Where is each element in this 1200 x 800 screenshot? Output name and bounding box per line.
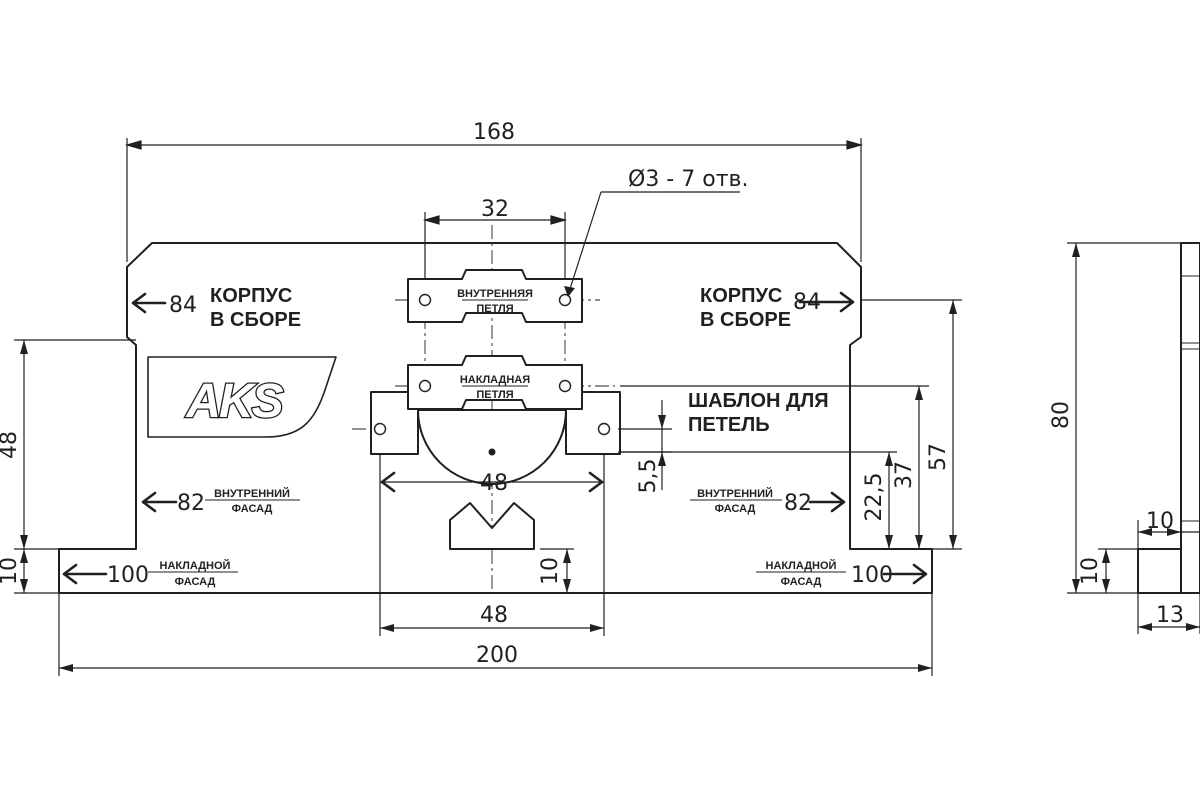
hole-overlay-right: [558, 379, 572, 393]
dim-22-5-label: 22,5: [862, 473, 887, 522]
inner-hinge-slot: ВНУТРЕННЯЯ ПЕТЛЯ: [407, 269, 583, 323]
v-notch-block: [449, 502, 535, 550]
dim-57-label: 57: [926, 443, 951, 471]
hole-wing-right: [597, 422, 611, 436]
side-view: [1137, 242, 1200, 594]
cup-center-mark: [488, 448, 496, 456]
dim-48-cup-label: 48: [480, 471, 508, 496]
overlay-facade-left: 100 НАКЛАДНОЙ ФАСАД: [62, 559, 238, 588]
logo-text: AKS: [185, 375, 283, 428]
dim-200-label: 200: [476, 643, 518, 668]
inner-facade-left-line1: ВНУТРЕННИЙ: [214, 487, 290, 500]
template-title: ШАБЛОН ДЛЯ ПЕТЕЛЬ: [688, 390, 829, 436]
korpus-right-line1: КОРПУС: [700, 285, 782, 307]
inner-facade-right-number: 82: [784, 491, 812, 516]
dim-side-lip: 10: [1137, 509, 1200, 549]
hole-callout: Ø3 - 7 отв.: [564, 167, 748, 297]
overlay-facade-right-line1: НАКЛАДНОЙ: [766, 559, 837, 572]
template-title-line1: ШАБЛОН ДЛЯ: [688, 390, 829, 412]
dim-80-label: 80: [1049, 401, 1074, 429]
hole-inner-right: [558, 293, 572, 307]
overlay-facade-left-number: 100: [107, 563, 149, 588]
hole-inner-left: [418, 293, 432, 307]
inner-facade-left-number: 82: [177, 491, 205, 516]
dim-10-left-label: 10: [0, 557, 22, 585]
dim-left-heights: 48 10: [0, 339, 136, 594]
dim-center-10: 10: [538, 548, 574, 593]
dim-side-10-label: 10: [1078, 557, 1103, 585]
dim-32: 32: [422, 197, 568, 280]
korpus-right: КОРПУС В СБОРЕ 84: [700, 285, 855, 331]
dim-10-center-label: 10: [538, 557, 563, 585]
dim-32-label: 32: [481, 197, 509, 222]
korpus-left-line1: КОРПУС: [210, 285, 292, 307]
overlay-facade-right-line2: ФАСАД: [781, 576, 822, 588]
inner-hinge-label-2: ПЕТЛЯ: [476, 303, 513, 315]
inner-facade-right-line2: ФАСАД: [715, 503, 756, 515]
dim-168-label: 168: [473, 120, 515, 145]
inner-facade-left: 82 ВНУТРЕННИЙ ФАСАД: [141, 487, 300, 516]
dim-right-heights: 22,5 37 57: [620, 299, 962, 550]
korpus-left: 84 КОРПУС В СБОРЕ: [131, 285, 301, 331]
dim-168: 168: [124, 120, 864, 262]
inner-facade-left-line2: ФАСАД: [232, 503, 273, 515]
dim-37-label: 37: [892, 461, 917, 489]
overlay-facade-left-line1: НАКЛАДНОЙ: [160, 559, 231, 572]
dim-48-bottom: 48: [379, 454, 605, 636]
korpus-left-number: 84: [169, 293, 197, 318]
dim-13: 13: [1137, 593, 1200, 634]
dim-5-5-label: 5,5: [636, 459, 661, 494]
dim-80: 80: [1049, 242, 1181, 594]
template-title-line2: ПЕТЕЛЬ: [688, 414, 770, 436]
overlay-hinge-label-1: НАКЛАДНАЯ: [460, 374, 530, 386]
inner-hinge-label-1: ВНУТРЕННЯЯ: [457, 288, 533, 300]
dim-48-cup: 48: [380, 471, 604, 496]
dim-48-left-label: 48: [0, 431, 22, 459]
hole-callout-label: Ø3 - 7 отв.: [628, 167, 748, 192]
overlay-hinge-label-2: ПЕТЛЯ: [476, 389, 513, 401]
dim-48-bottom-label: 48: [480, 603, 508, 628]
korpus-right-line2: В СБОРЕ: [700, 309, 791, 331]
overlay-facade-right-number: 100: [851, 563, 893, 588]
korpus-left-line2: В СБОРЕ: [210, 309, 301, 331]
dim-5-5: 5,5: [618, 400, 672, 494]
dim-13-label: 13: [1156, 603, 1184, 628]
hole-overlay-left: [418, 379, 432, 393]
cup-area: НАКЛАДНАЯ ПЕТЛЯ: [370, 355, 621, 550]
dim-200: 200: [58, 593, 933, 676]
overlay-facade-left-line2: ФАСАД: [175, 576, 216, 588]
inner-facade-right-line1: ВНУТРЕННИЙ: [697, 487, 773, 500]
dim-side-10-vertical: 10: [1078, 548, 1138, 593]
dim-side-lip-label: 10: [1146, 509, 1174, 534]
hole-wing-left: [373, 422, 387, 436]
overlay-facade-right: НАКЛАДНОЙ ФАСАД 100: [756, 559, 928, 588]
inner-facade-right: ВНУТРЕННИЙ ФАСАД 82: [690, 487, 846, 516]
aks-logo: AKS: [147, 356, 337, 438]
